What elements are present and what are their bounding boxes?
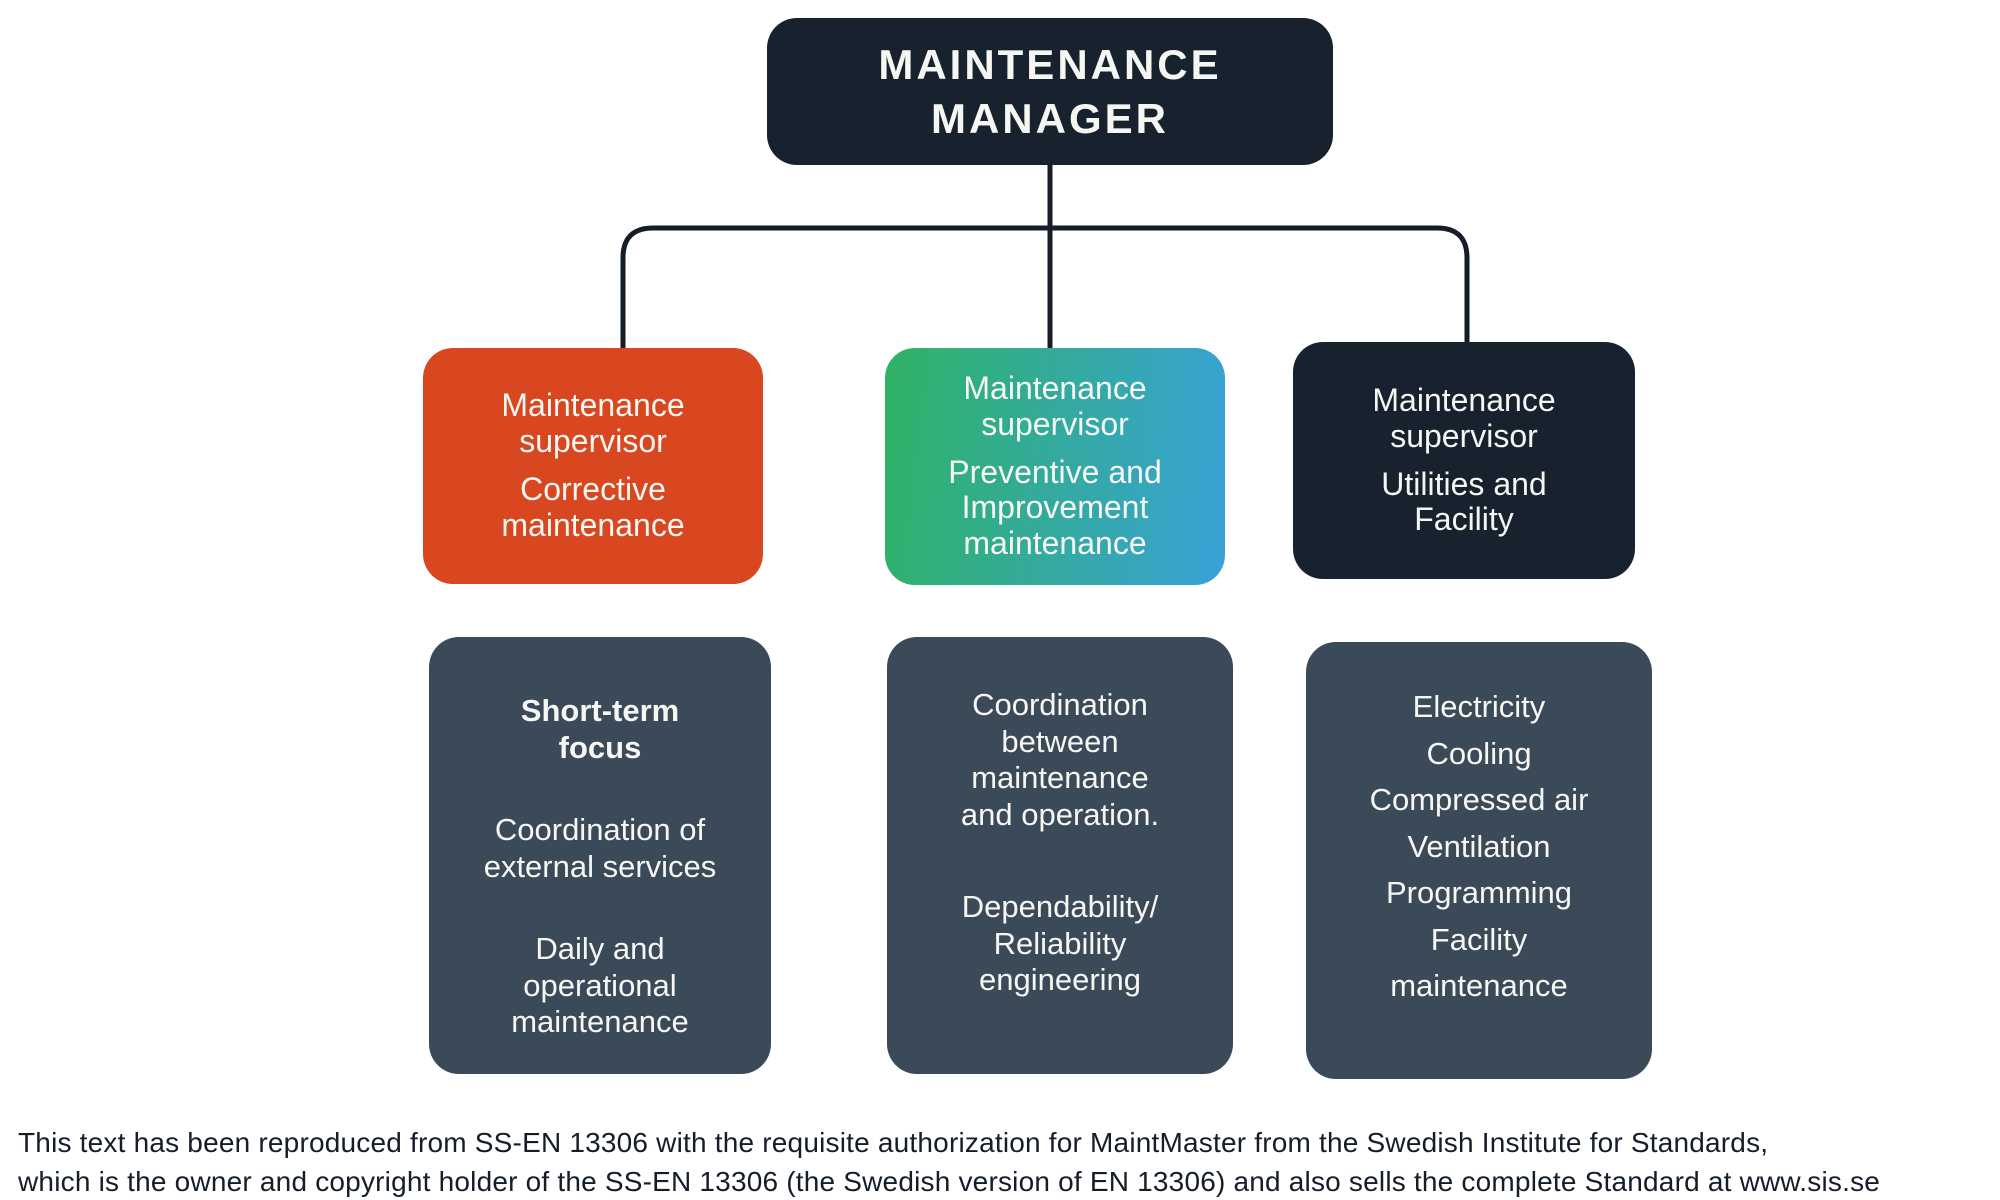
detail-box-coordination: Coordination between maintenance and ope… (887, 637, 1233, 1074)
supervisor-role: Maintenance supervisor (1372, 381, 1556, 454)
footer-line-1: This text has been reproduced from SS-EN… (18, 1127, 1769, 1158)
footer-line-2: which is the owner and copyright holder … (18, 1165, 1881, 1197)
detail-box-utilities-list: Electricity Cooling Compressed air Venti… (1306, 642, 1652, 1079)
supervisor-box-preventive: Maintenance supervisor Preventive and Im… (885, 348, 1225, 585)
supervisor-role: Maintenance supervisor (501, 387, 685, 460)
detail-item: Dependability/ Reliability engineering (961, 889, 1159, 998)
detail-title: Short-term focus (520, 693, 680, 765)
detail-item: Compressed air (1369, 782, 1589, 817)
supervisor-role: Maintenance supervisor (963, 369, 1147, 442)
detail-box-short-term-focus: Short-term focus Coordination of externa… (429, 637, 771, 1074)
detail-item: Ventilation (1407, 828, 1551, 864)
supervisor-box-utilities: Maintenance supervisor Utilities and Fac… (1293, 342, 1635, 579)
detail-item: Facility maintenance (1390, 921, 1568, 1004)
detail-item: Daily and operational maintenance (511, 931, 689, 1040)
detail-item: Coordination between maintenance and ope… (960, 687, 1160, 832)
detail-item: Cooling (1426, 735, 1532, 771)
detail-item: Electricity (1412, 689, 1546, 724)
root-box-maintenance-manager: MAINTENANCE MANAGER (767, 18, 1333, 165)
footer-disclaimer: This text has been reproduced from SS-EN… (18, 1124, 1998, 1200)
root-title: MAINTENANCE MANAGER (878, 40, 1222, 142)
detail-item: Coordination of external services (483, 812, 717, 884)
supervisor-area: Preventive and Improvement maintenance (948, 453, 1162, 562)
detail-item: Programming (1385, 875, 1573, 910)
supervisor-area: Utilities and Facility (1381, 465, 1547, 538)
supervisor-area: Corrective maintenance (501, 471, 685, 543)
supervisor-box-corrective: Maintenance supervisor Corrective mainte… (423, 348, 763, 584)
